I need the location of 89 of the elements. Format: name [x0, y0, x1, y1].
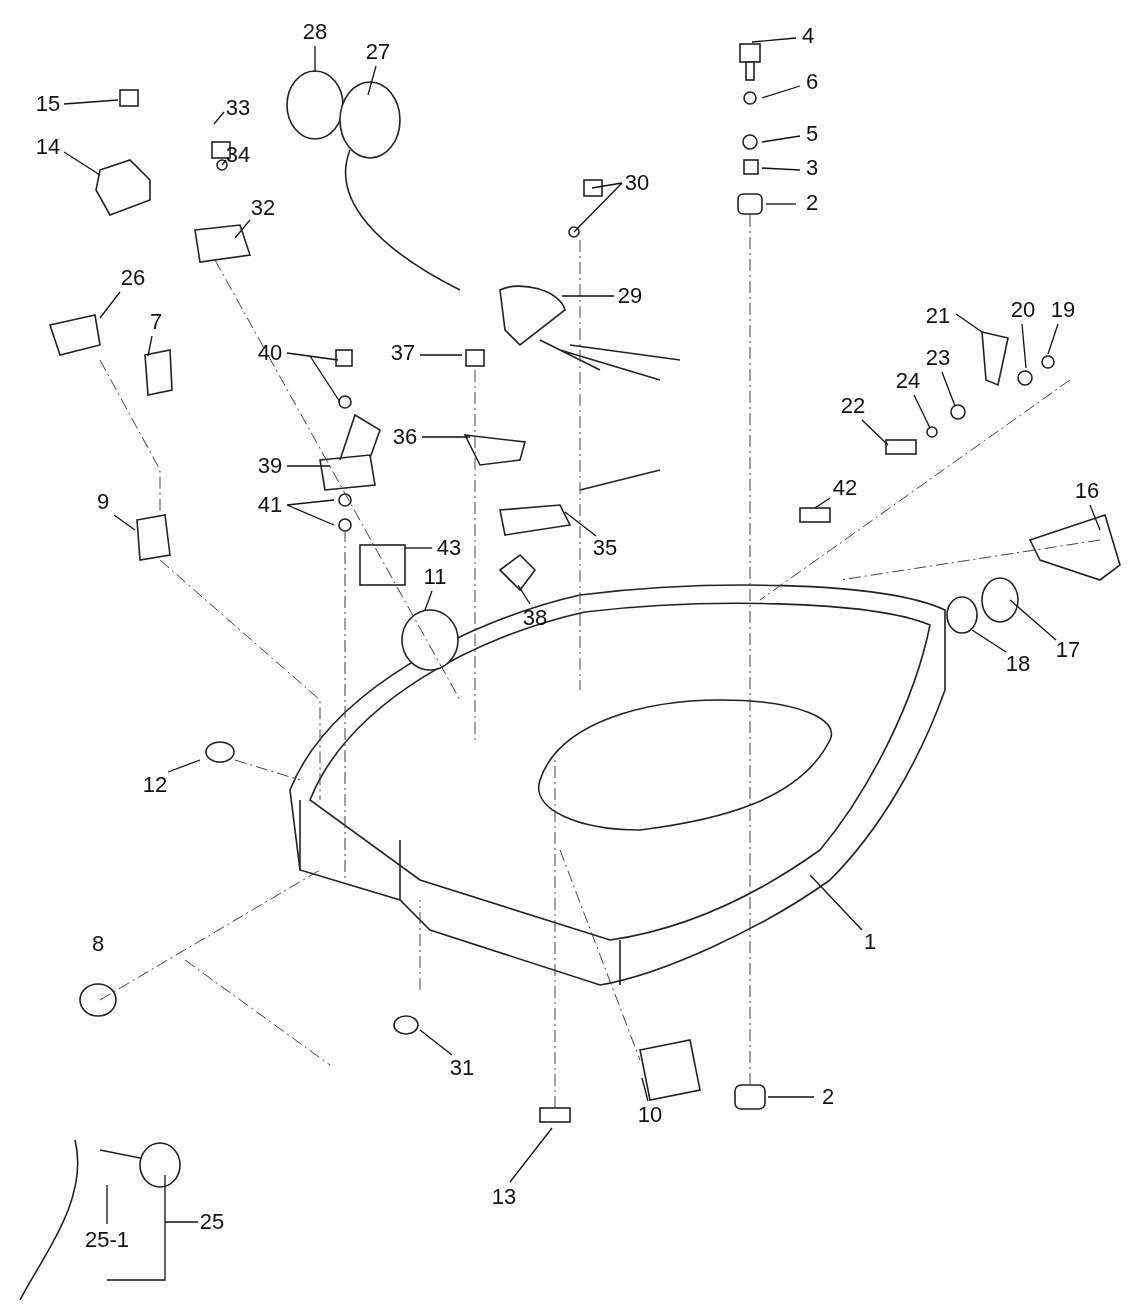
leader-line: [99, 291, 121, 319]
leader-line: [147, 335, 153, 357]
callout-number: 1: [863, 930, 877, 954]
leader-line: [113, 514, 136, 531]
leader-line: [419, 354, 463, 356]
leader-line: [314, 45, 316, 73]
callout-number: 21: [925, 304, 951, 328]
callout-number: 37: [390, 341, 416, 365]
leader-line: [861, 419, 889, 446]
callout-number: 19: [1050, 298, 1076, 322]
callout-number: 10: [637, 1103, 663, 1127]
callout-number: 38: [522, 606, 548, 630]
callout-number: 26: [120, 266, 146, 290]
leader-line: [106, 1174, 199, 1281]
leader-line: [367, 65, 377, 96]
callout-number: 16: [1074, 479, 1100, 503]
leader-line: [221, 159, 227, 166]
callout-number: 8: [91, 932, 105, 956]
callout-number: 41: [257, 493, 283, 517]
callout-number: 32: [250, 196, 276, 220]
callout-number: 18: [1005, 652, 1031, 676]
callout-number: 3: [805, 156, 819, 180]
leader-line: [106, 1184, 108, 1225]
callout-number: 36: [392, 425, 418, 449]
callout-number: 2: [805, 191, 819, 215]
leader-line: [517, 584, 531, 605]
callout-number: 11: [423, 565, 447, 589]
leader-line: [751, 37, 797, 43]
leader-line: [765, 203, 797, 205]
leader-line: [573, 182, 623, 233]
leader-line: [564, 511, 597, 537]
callout-number: 22: [840, 394, 866, 418]
callout-number: 24: [895, 369, 921, 393]
leader-line: [1047, 323, 1059, 355]
callout-number: 43: [436, 536, 462, 560]
callout-number: 27: [365, 40, 391, 64]
leader-line: [761, 135, 801, 143]
leader-line: [404, 547, 433, 549]
callout-number: 40: [257, 341, 283, 365]
callout-number: 31: [449, 1056, 475, 1080]
callout-number: 14: [35, 135, 61, 159]
leader-line: [286, 499, 335, 526]
callout-number: 13: [491, 1185, 517, 1209]
leader-line: [641, 1077, 649, 1102]
callout-number: 5: [805, 122, 819, 146]
leader-line: [767, 1096, 815, 1098]
leader-line: [286, 352, 341, 403]
callout-number: 33: [225, 96, 251, 120]
leader-line: [286, 465, 331, 467]
leader-line: [167, 759, 201, 773]
leader-line: [761, 167, 801, 171]
callout-number: 12: [142, 773, 168, 797]
callout-number: 25-1: [85, 1228, 129, 1252]
leader-line: [213, 111, 225, 125]
leader-line: [955, 313, 983, 333]
leader-line: [421, 436, 471, 438]
leader-line: [63, 151, 101, 176]
leader-line: [1009, 599, 1057, 641]
callout-number: 23: [925, 346, 951, 370]
callout-number: 7: [149, 310, 163, 334]
callout-number: 30: [624, 171, 650, 195]
callout-number: 42: [832, 476, 858, 500]
leader-line: [419, 1029, 453, 1056]
callout-number: 25: [199, 1210, 225, 1234]
leader-line: [761, 85, 801, 99]
callout-number: 4: [801, 24, 815, 48]
callout-number: 2: [821, 1085, 835, 1109]
leader-line: [1089, 504, 1101, 531]
leader-line: [234, 219, 251, 239]
callout-number: 9: [96, 490, 110, 514]
leader-line: [809, 874, 863, 931]
leader-line: [1021, 323, 1027, 369]
leader-line: [814, 497, 831, 509]
callout-number: 17: [1055, 638, 1081, 662]
callout-number: 39: [257, 454, 283, 478]
callout-number: 34: [225, 143, 251, 167]
leader-line: [509, 1127, 553, 1183]
callout-number: 28: [302, 20, 328, 44]
leader-line: [561, 295, 615, 297]
leader-line: [913, 394, 931, 429]
callout-number: 15: [35, 92, 61, 116]
leader-line: [941, 371, 956, 407]
leader-line: [424, 590, 433, 611]
leader-line: [971, 629, 1007, 653]
callout-number: 29: [617, 284, 643, 308]
callout-number: 6: [805, 70, 819, 94]
leader-line: [63, 99, 119, 105]
callout-number: 20: [1010, 298, 1036, 322]
callout-number: 35: [592, 536, 618, 560]
